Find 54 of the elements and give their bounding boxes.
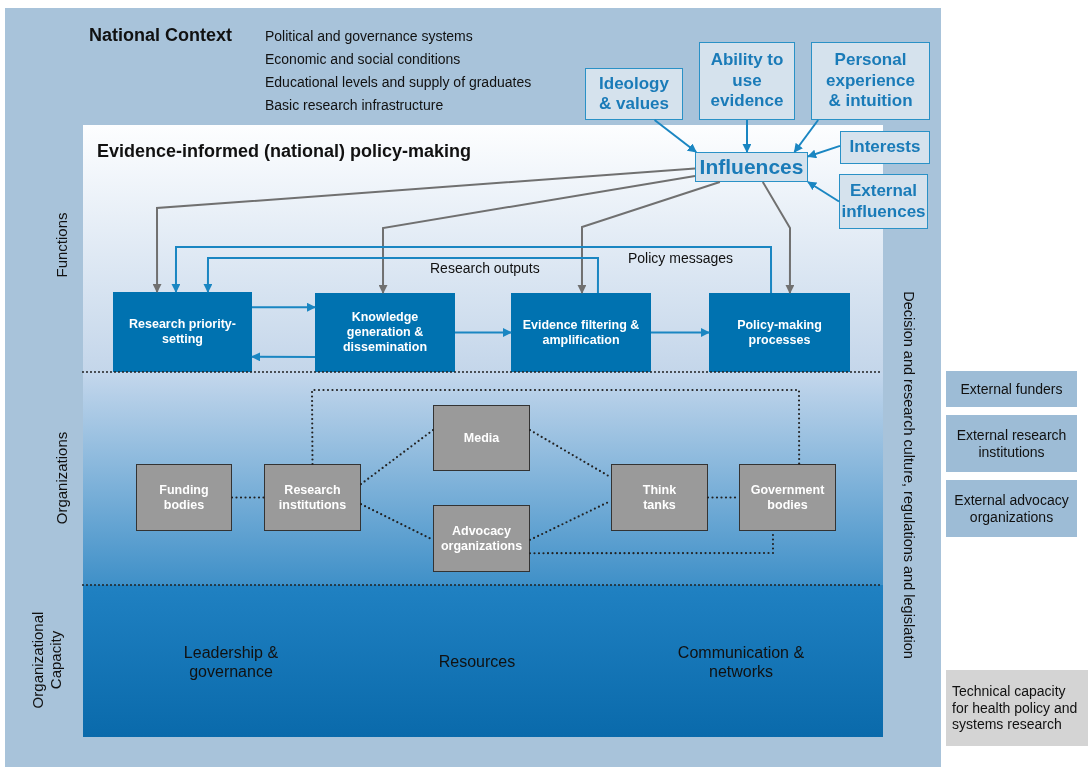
external-box: External research institutions: [946, 415, 1077, 472]
organization-box: Funding bodies: [136, 464, 232, 531]
arrow: [807, 181, 840, 203]
context-item: Economic and social conditions: [265, 51, 461, 67]
dotted-connector: [310, 388, 801, 466]
function-box: Policy-making processes: [709, 293, 850, 372]
influence-box: Ability to use evidence: [699, 42, 795, 120]
capacity-label: Communication & networks: [676, 642, 806, 682]
arrow: [454, 328, 512, 337]
influence-box: Personal experience & intuition: [811, 42, 930, 120]
row-label: Organizations: [52, 430, 71, 527]
row-label: Organizational Capacity: [28, 610, 65, 711]
influence-box: Ideology & values: [585, 68, 683, 120]
function-box: Evidence filtering & amplification: [511, 293, 651, 372]
dotted-connector: [230, 496, 266, 499]
context-panel: [5, 8, 941, 767]
panel-title: National Context: [89, 25, 232, 46]
function-box: Research priority-setting: [113, 292, 252, 372]
dotted-connector: [359, 428, 435, 486]
influence-box: Interests: [840, 131, 930, 164]
external-box: External funders: [946, 371, 1077, 407]
arrow: [251, 352, 316, 362]
arrow: [807, 144, 841, 159]
capacity-box: Technical capacity for health policy and systems research: [946, 670, 1088, 746]
panel-title: Evidence-informed (national) policy-making: [97, 141, 472, 162]
arrow: [171, 246, 773, 294]
arrow: [761, 181, 795, 294]
culture-label: Decision and research culture, regulations and legislation: [899, 290, 918, 661]
edge-label: Research outputs: [430, 260, 540, 276]
arrow: [203, 257, 599, 294]
arrow: [653, 119, 698, 153]
external-box: External advocacy organizations: [946, 480, 1077, 537]
influence-box: External influences: [839, 174, 928, 229]
context-item: Basic research infrastructure: [265, 97, 444, 113]
row-label: Functions: [52, 211, 71, 280]
arrow: [793, 119, 820, 153]
context-item: Educational levels and supply of graduates: [265, 74, 532, 90]
organization-box: Media: [433, 405, 530, 471]
organization-box: Think tanks: [611, 464, 708, 531]
organization-box: Research institutions: [264, 464, 361, 531]
arrow: [251, 302, 316, 312]
organization-box: Government bodies: [739, 464, 836, 531]
arrow: [378, 175, 696, 294]
edge-label: Policy messages: [628, 250, 734, 266]
arrow: [742, 119, 752, 153]
function-box: Knowledge generation & dissemination: [315, 293, 455, 372]
arrow: [152, 167, 696, 293]
arrow: [650, 328, 710, 337]
arrow: [577, 181, 721, 294]
capacity-label: Leadership & governance: [182, 642, 280, 682]
organization-box: Advocacy organizations: [433, 505, 530, 572]
context-item: Political and governance systems: [265, 28, 473, 44]
capacity-label: Resources: [437, 652, 517, 673]
influences-box: Influences: [695, 152, 808, 182]
